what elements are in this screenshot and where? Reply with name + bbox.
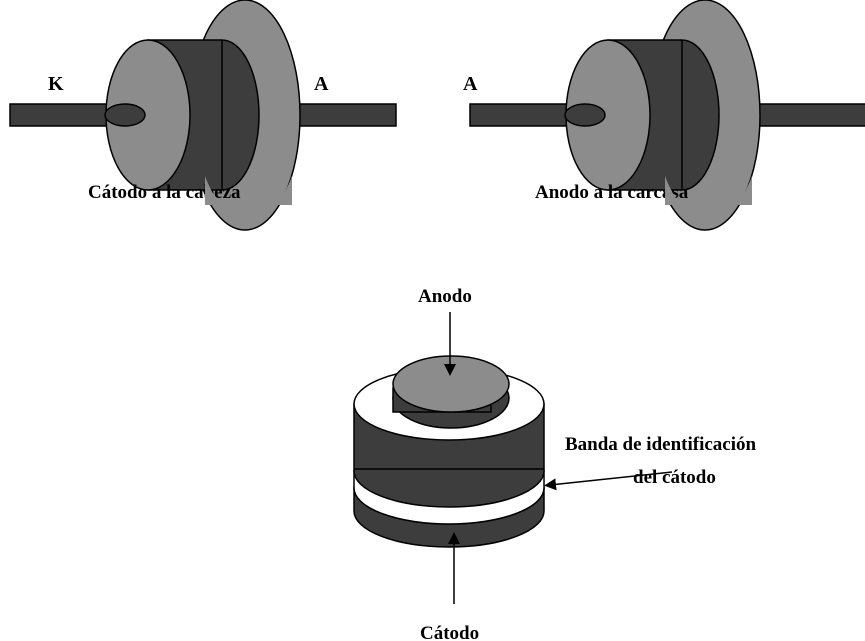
left-diode-caption-group: Cátodo a la cabeza bbox=[88, 176, 292, 221]
cathode-label: Cátodo bbox=[420, 623, 479, 641]
stud-diode bbox=[353, 355, 545, 548]
right-diode-flange-overlap bbox=[665, 176, 752, 221]
right-diode bbox=[469, 0, 865, 231]
band-label-line2: del cátodo bbox=[633, 467, 716, 488]
left-diode-caption: Cátodo a la cabeza bbox=[88, 182, 241, 203]
anode-label: Anodo bbox=[418, 286, 472, 307]
left-diode bbox=[9, 0, 397, 231]
right-diode-lead-end bbox=[564, 103, 606, 127]
left-diode-flange-overlap bbox=[205, 176, 292, 221]
stud-anode-terminal bbox=[392, 355, 510, 413]
left-diode-lead-end bbox=[104, 103, 146, 127]
left-diode-terminal-k-label: K bbox=[48, 73, 64, 95]
band-label-line1: Banda de identificación bbox=[565, 434, 757, 455]
left-diode-terminal-a-label: A bbox=[314, 73, 329, 95]
band-arrow bbox=[544, 471, 673, 491]
right-diode-caption: Anodo a la carcasa bbox=[535, 182, 689, 203]
right-diode-caption-group: Anodo a la carcasa bbox=[535, 176, 752, 221]
right-diode-lead-right bbox=[749, 103, 865, 127]
right-diode-terminal-a-label: A bbox=[463, 73, 478, 95]
left-diode-lead-right bbox=[289, 103, 397, 127]
